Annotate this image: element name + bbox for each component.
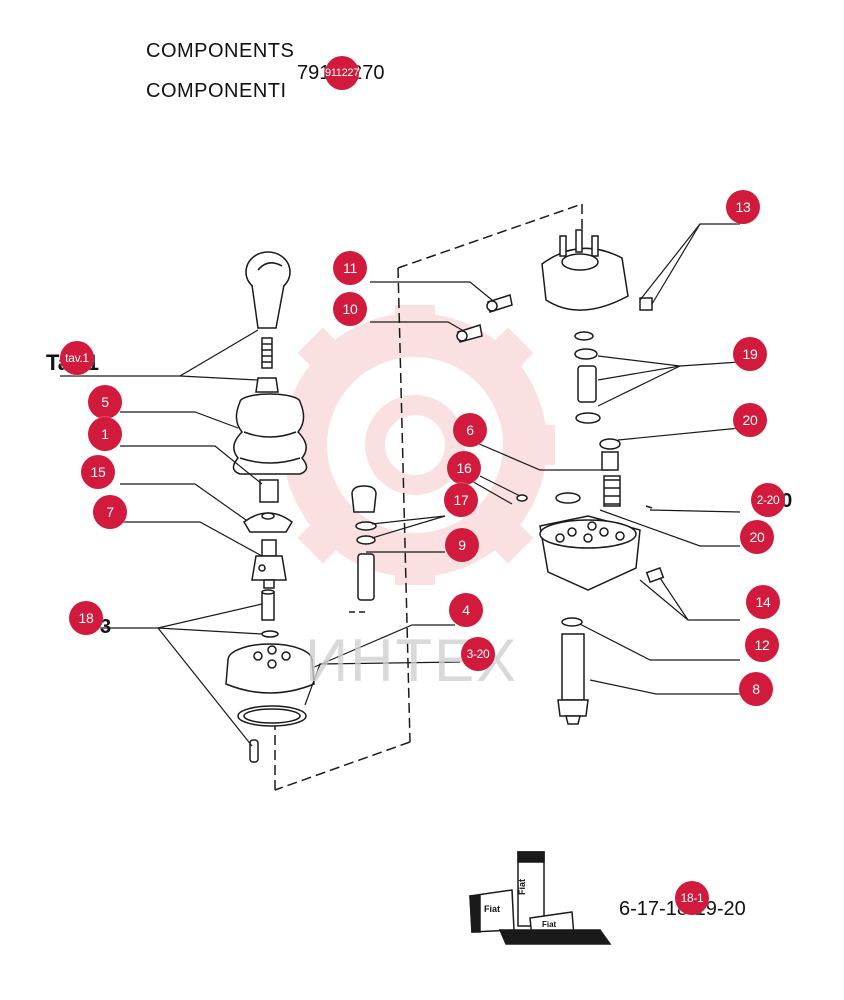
title-italian: COMPONENTI xyxy=(146,80,287,102)
marker-label: 18 xyxy=(78,610,94,626)
marker-part-number[interactable]: 79112270 xyxy=(319,56,365,90)
kit-illustration xyxy=(469,851,612,945)
marker-label: 10 xyxy=(342,301,358,317)
marker-2-20[interactable]: 2-20 xyxy=(751,483,785,517)
marker-17[interactable]: 17 xyxy=(444,483,478,517)
shaft-part xyxy=(557,617,589,725)
marker-16[interactable]: 16 xyxy=(447,451,481,485)
valve-body-part xyxy=(516,492,665,591)
marker-label: 4 xyxy=(462,602,470,618)
marker-9[interactable]: 9 xyxy=(445,528,479,562)
marker-label: 6 xyxy=(466,422,474,438)
marker-12[interactable]: 12 xyxy=(745,628,779,662)
marker-label: 16 xyxy=(456,460,472,476)
kit-label-tube: Fiat xyxy=(517,878,528,896)
marker-label: 13 xyxy=(735,199,751,215)
marker-label: tav.1 xyxy=(65,351,89,365)
label-fragment-3: 3 xyxy=(100,616,112,638)
marker-15[interactable]: 15 xyxy=(81,455,115,489)
kit-label-box-left: Fiat xyxy=(484,904,501,914)
marker-label: 11 xyxy=(343,260,357,276)
title-english: COMPONENTS xyxy=(146,40,295,62)
marker-5[interactable]: 5 xyxy=(88,385,122,419)
marker-label: 1 xyxy=(101,426,109,442)
bushing-part xyxy=(351,485,377,601)
marker-14[interactable]: 14 xyxy=(746,585,780,619)
marker-8[interactable]: 8 xyxy=(739,672,773,706)
marker-label: 9 xyxy=(458,537,466,553)
cap-part xyxy=(541,229,653,311)
marker-13[interactable]: 13 xyxy=(726,190,760,224)
fitting-part xyxy=(456,294,513,343)
marker-label: 20 xyxy=(749,529,765,545)
marker-label: 18-1 xyxy=(680,891,704,905)
spacer-part xyxy=(243,479,293,533)
knob-part xyxy=(245,251,291,393)
kit-label-box-right: Fiat xyxy=(542,920,557,929)
pin-part xyxy=(261,589,279,638)
marker-label: 8 xyxy=(752,681,760,697)
marker-label: 20 xyxy=(742,412,758,428)
marker-3-20[interactable]: 3-20 xyxy=(461,637,495,671)
marker-11[interactable]: 11 xyxy=(333,251,367,285)
marker-20-lower[interactable]: 20 xyxy=(740,520,774,554)
poppet-part xyxy=(574,331,621,507)
marker-label: 15 xyxy=(90,464,106,480)
marker-10[interactable]: 10 xyxy=(333,292,367,326)
marker-20-upper[interactable]: 20 xyxy=(733,403,767,437)
marker-label: 14 xyxy=(755,594,771,610)
marker-label: 2-20 xyxy=(756,493,780,507)
marker-label: 12 xyxy=(754,637,770,653)
marker-label: 5 xyxy=(101,394,109,410)
marker-label: 17 xyxy=(453,492,469,508)
marker-label: 7 xyxy=(106,504,114,520)
marker-label: 79112270 xyxy=(319,67,365,79)
marker-label: 19 xyxy=(742,346,758,362)
marker-18[interactable]: 18 xyxy=(69,601,103,635)
base-part xyxy=(225,643,315,763)
marker-6[interactable]: 6 xyxy=(453,413,487,447)
marker-label: 3-20 xyxy=(466,647,490,661)
marker-4[interactable]: 4 xyxy=(449,593,483,627)
marker-7[interactable]: 7 xyxy=(93,495,127,529)
marker-1[interactable]: 1 xyxy=(88,417,122,451)
boot-part xyxy=(232,393,308,475)
marker-19[interactable]: 19 xyxy=(733,337,767,371)
joint-part xyxy=(251,539,287,589)
marker-tav[interactable]: tav.1 xyxy=(60,341,94,375)
watermark-gear-icon xyxy=(275,305,555,585)
marker-18-caption[interactable]: 18-1 xyxy=(675,881,709,915)
